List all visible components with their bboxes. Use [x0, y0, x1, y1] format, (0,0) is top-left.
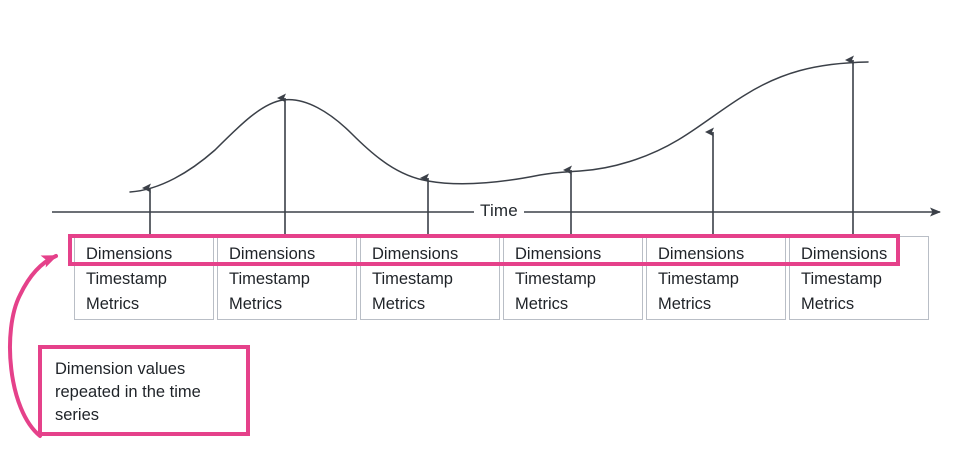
callout-text: Dimension values repeated in the time se…: [55, 360, 201, 424]
record-field-metrics: Metrics: [372, 295, 426, 313]
record-field-metrics: Metrics: [658, 295, 712, 313]
record-field-metrics: Metrics: [86, 295, 140, 313]
callout-box: Dimension values repeated in the time se…: [38, 345, 250, 436]
record-field-dimensions: Dimensions: [86, 245, 173, 263]
record-field-timestamp: Timestamp: [86, 270, 167, 288]
time-axis-label: Time: [474, 200, 524, 222]
time-series-curve: [129, 61, 869, 193]
record-box-2[interactable]: Dimensions Timestamp Metrics: [217, 236, 357, 320]
record-field-timestamp: Timestamp: [229, 270, 310, 288]
record-field-metrics: Metrics: [801, 295, 855, 313]
record-field-metrics: Metrics: [229, 295, 283, 313]
dimensions-highlight-band: [68, 234, 900, 266]
record-box-1[interactable]: Dimensions Timestamp Metrics: [74, 236, 214, 320]
record-field-timestamp: Timestamp: [515, 270, 596, 288]
record-field-dimensions: Dimensions: [801, 245, 888, 263]
record-box-5[interactable]: Dimensions Timestamp Metrics: [646, 236, 786, 320]
record-box-6[interactable]: Dimensions Timestamp Metrics: [789, 236, 929, 320]
record-field-timestamp: Timestamp: [658, 270, 739, 288]
record-field-dimensions: Dimensions: [372, 245, 459, 263]
record-box-4[interactable]: Dimensions Timestamp Metrics: [503, 236, 643, 320]
record-field-dimensions: Dimensions: [229, 245, 316, 263]
record-field-metrics: Metrics: [515, 295, 569, 313]
record-field-dimensions: Dimensions: [515, 245, 602, 263]
record-box-3[interactable]: Dimensions Timestamp Metrics: [360, 236, 500, 320]
record-field-timestamp: Timestamp: [801, 270, 882, 288]
record-field-dimensions: Dimensions: [658, 245, 745, 263]
record-field-timestamp: Timestamp: [372, 270, 453, 288]
